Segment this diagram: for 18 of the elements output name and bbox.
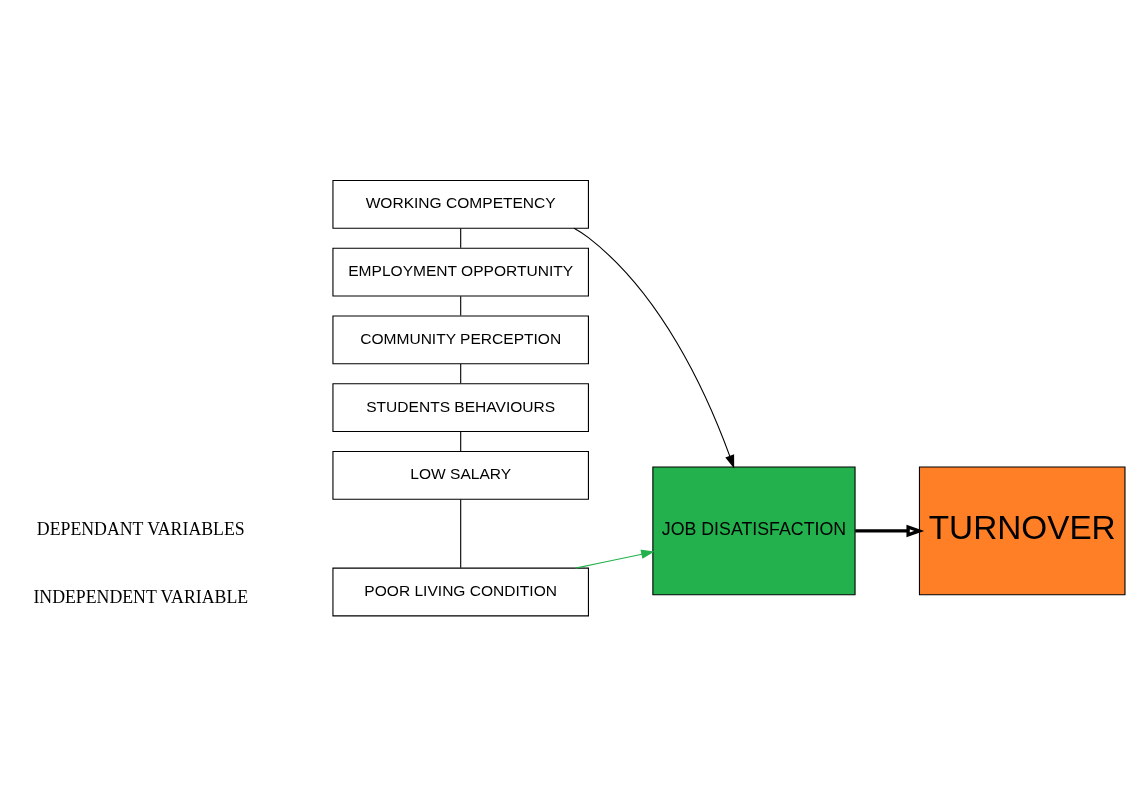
- connector: [460, 363, 462, 384]
- label: INDEPENDENT VARIABLE: [33, 586, 249, 607]
- node-box: EMPLOYMENT OPPORTUNITY: [332, 247, 589, 297]
- arrow: [573, 227, 735, 469]
- arrow: [575, 549, 655, 569]
- connector: [460, 227, 462, 249]
- node-box: LOW SALARY: [332, 450, 589, 500]
- node-box: JOB DISATISFACTION: [652, 466, 856, 596]
- node-box: STUDENTS BEHAVIOURS: [332, 383, 589, 433]
- node-box: POOR LIVING CONDITION: [332, 567, 589, 617]
- node-box: COMMUNITY PERCEPTION: [332, 315, 589, 365]
- connector: [460, 295, 462, 317]
- connector: [460, 431, 462, 452]
- arrow: [855, 524, 925, 538]
- label: DEPENDANT VARIABLES: [36, 519, 245, 540]
- node-box: TURNOVER: [918, 466, 1126, 596]
- connector: [460, 499, 462, 569]
- node-box: WORKING COMPETENCY: [332, 179, 589, 229]
